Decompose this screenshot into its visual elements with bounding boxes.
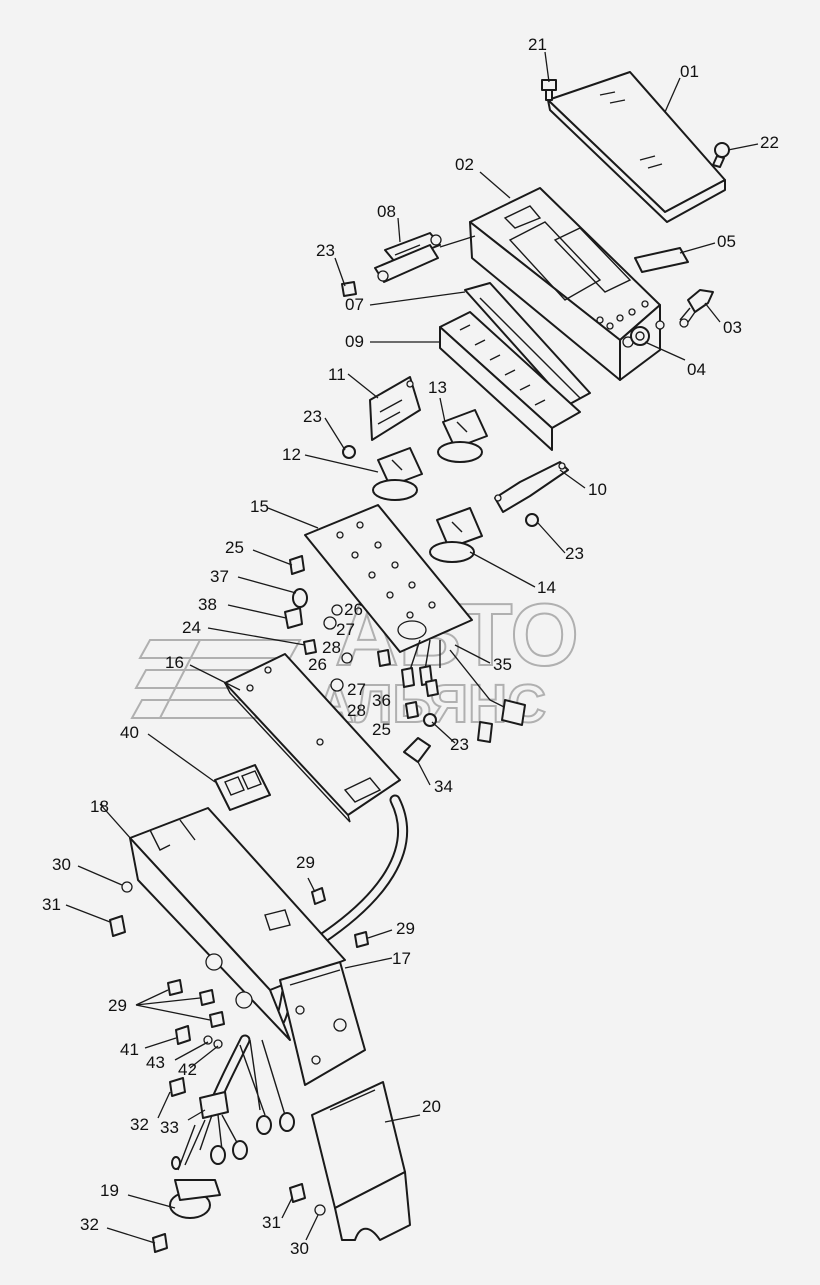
label-04: 04 (687, 360, 706, 379)
label-03: 03 (723, 318, 742, 337)
part-29-screws (167, 887, 369, 1028)
label-41: 41 (120, 1040, 139, 1059)
label-42: 42 (178, 1060, 197, 1079)
label-23-right: 23 (565, 544, 584, 563)
leader-lines (65, 51, 759, 1244)
part-25-screw-upper (289, 555, 305, 575)
label-40: 40 (120, 723, 139, 742)
part-13-switch (437, 409, 488, 463)
hardware-30-31-lower (289, 1183, 326, 1216)
label-27-lower: 27 (347, 680, 366, 699)
label-35: 35 (493, 655, 512, 674)
label-31-lower: 31 (262, 1213, 281, 1232)
part-36-screw (377, 649, 391, 667)
label-22: 22 (760, 133, 779, 152)
part-20-cover (311, 1081, 411, 1241)
part-01-cover-plate (547, 71, 726, 223)
part-04-knob (630, 326, 650, 346)
label-19: 19 (100, 1181, 119, 1200)
label-21: 21 (528, 35, 547, 54)
part-12-switch (372, 447, 423, 501)
label-28-upper: 28 (322, 638, 341, 657)
label-23-mid: 23 (303, 407, 322, 426)
label-02: 02 (455, 155, 474, 174)
label-12: 12 (282, 445, 301, 464)
label-13: 13 (428, 378, 447, 397)
label-30-left: 30 (52, 855, 71, 874)
washers-30-31-left (109, 881, 133, 937)
part-25-screw-lower (405, 701, 419, 719)
label-07: 07 (345, 295, 364, 314)
part-07-switch-frame (464, 282, 591, 406)
label-38: 38 (198, 595, 217, 614)
part-08-bracket (374, 232, 442, 283)
label-11: 11 (328, 365, 346, 384)
part-02-housing (469, 187, 665, 381)
label-29-right: 29 (396, 919, 415, 938)
part-23-screw-right (525, 513, 539, 527)
label-09: 09 (345, 332, 364, 351)
part-32-screw-upper (169, 1077, 186, 1097)
part-09-switch-block (439, 311, 581, 451)
part-16-base-plate (224, 653, 401, 823)
part-34-clamp (403, 737, 431, 763)
label-33: 33 (160, 1118, 179, 1137)
label-25-lower: 25 (372, 720, 391, 739)
label-08: 08 (377, 202, 396, 221)
part-18-tray (129, 807, 346, 1041)
part-22-screw (712, 142, 730, 168)
washers-26-27-28 (323, 604, 353, 692)
label-10: 10 (588, 480, 607, 499)
hardware-41-42-43 (175, 1025, 223, 1049)
harness-loom (177, 1034, 295, 1171)
part-10-bracket (494, 461, 569, 513)
label-27-upper: 27 (336, 620, 355, 639)
label-17: 17 (392, 949, 411, 968)
label-29-left: 29 (108, 996, 127, 1015)
label-32-lower: 32 (80, 1215, 99, 1234)
label-37: 37 (210, 567, 229, 586)
part-35-wire-harness (401, 639, 526, 743)
label-23-lower: 23 (450, 735, 469, 754)
label-05: 05 (717, 232, 736, 251)
part-03-lamp-socket (679, 289, 714, 328)
part-40-double-switch (214, 764, 271, 811)
label-26-lower: 26 (308, 655, 327, 674)
part-23-screw-mid (342, 445, 356, 459)
part-15-switch-plate (304, 504, 473, 653)
label-31-left: 31 (42, 895, 61, 914)
part-24-screw (303, 639, 317, 655)
label-30-lower: 30 (290, 1239, 309, 1258)
part-37-spacer (292, 588, 308, 608)
label-23-top: 23 (316, 241, 335, 260)
label-01: 01 (680, 62, 699, 81)
label-16: 16 (165, 653, 184, 672)
part-32-screw-lower (152, 1233, 168, 1253)
part-19-lamp-socket (169, 1156, 221, 1219)
part-38-clip (284, 607, 303, 629)
label-29-top: 29 (296, 853, 315, 872)
label-36: 36 (372, 691, 391, 710)
part-labels: 21 01 22 02 08 05 23 07 03 09 04 11 13 2… (42, 35, 779, 1258)
label-18: 18 (90, 797, 109, 816)
part-21-screw (541, 79, 557, 101)
label-26-upper: 26 (344, 600, 363, 619)
label-25-upper: 25 (225, 538, 244, 557)
part-17-end-plate (279, 961, 366, 1086)
label-28-lower: 28 (347, 701, 366, 720)
label-15: 15 (250, 497, 269, 516)
label-32-upper: 32 (130, 1115, 149, 1134)
label-43: 43 (146, 1053, 165, 1072)
part-05-label-strip (634, 247, 689, 273)
label-34: 34 (434, 777, 453, 796)
part-14-switch (429, 507, 483, 563)
label-20: 20 (422, 1097, 441, 1116)
label-14: 14 (537, 578, 556, 597)
label-24: 24 (182, 618, 201, 637)
part-11-bracket (369, 376, 421, 441)
